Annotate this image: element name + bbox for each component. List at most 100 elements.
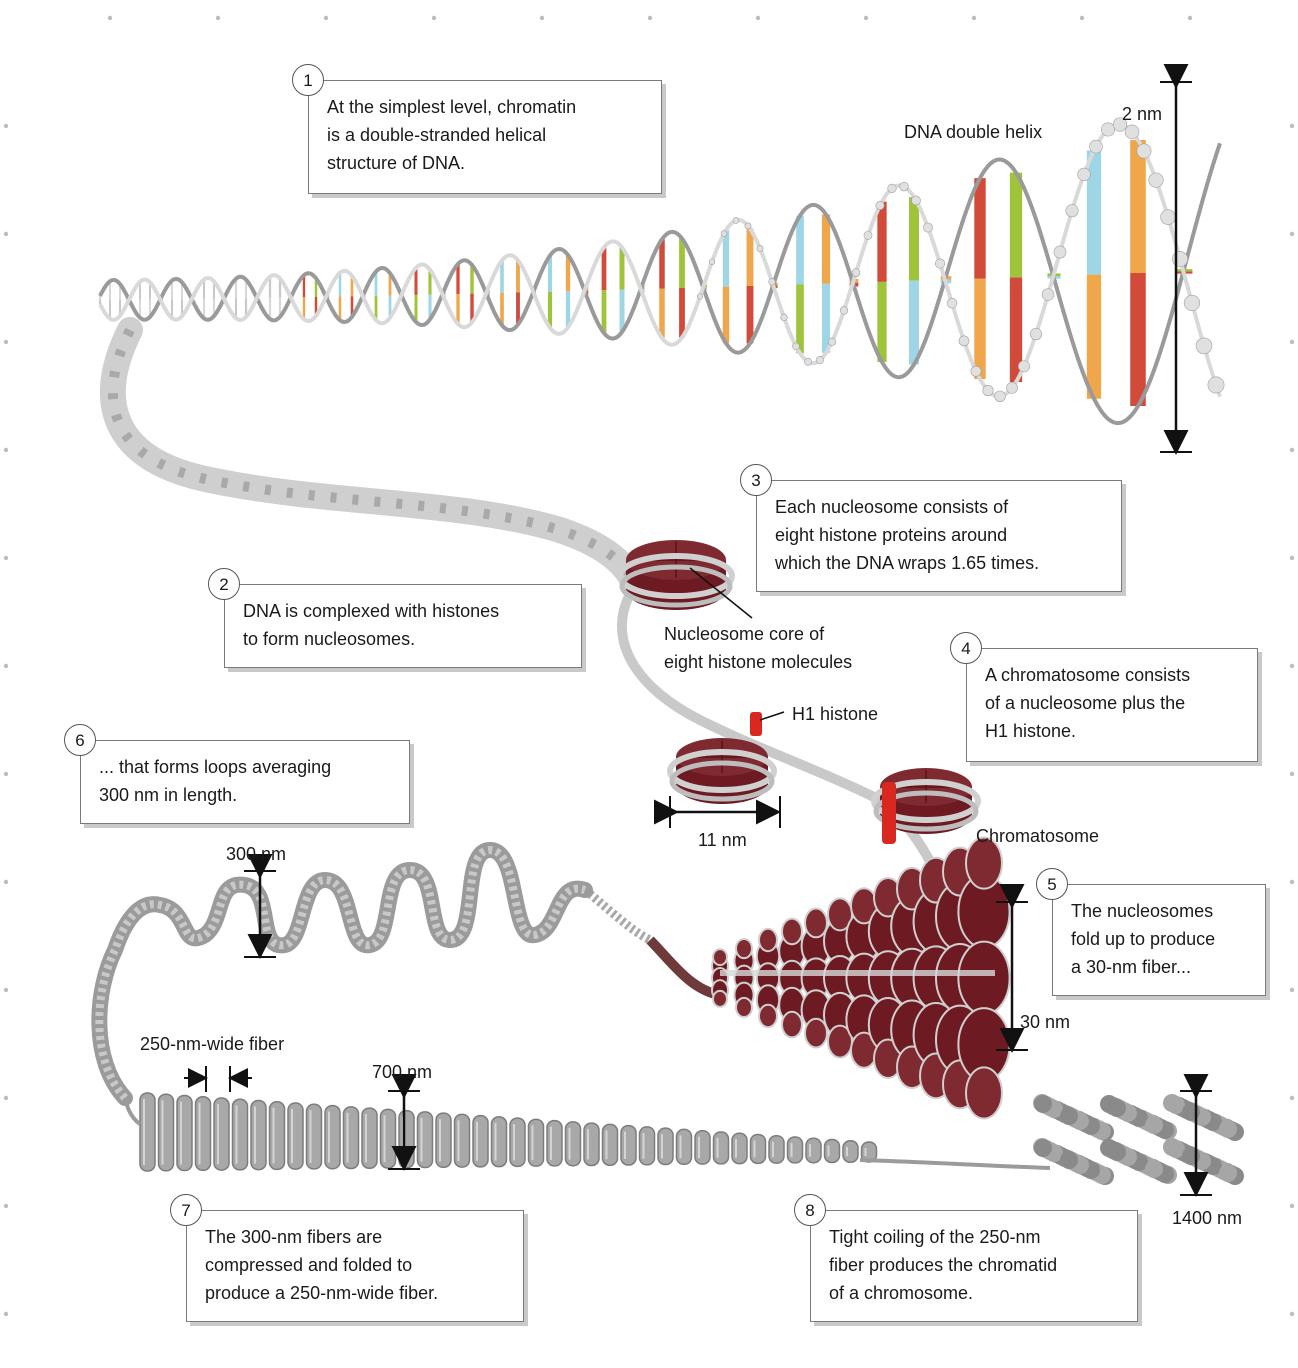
dna-ribbon — [99, 317, 648, 598]
callout-1-text: At the simplest level, chromatin is a do… — [327, 97, 577, 173]
fiber-segment — [546, 1119, 563, 1167]
fourteen-hundred-nm-dimension — [1180, 1074, 1212, 1197]
strand-segment — [1183, 294, 1201, 312]
fiber-segment — [379, 1108, 397, 1169]
chromatid-arm-upper — [1060, 1107, 1078, 1125]
chromatosome-label: Chromatosome — [976, 826, 1100, 846]
fiber-segment — [786, 1136, 804, 1164]
dna-helix-label: DNA double helix — [904, 122, 1043, 142]
step-number-1: 1 — [292, 64, 324, 96]
fiber-nucleosome — [781, 917, 803, 946]
two-nm-dimension — [1160, 64, 1192, 455]
fiber-nucleosome — [758, 1003, 778, 1029]
chromatid-arm-upper — [1108, 1099, 1126, 1117]
nucleosome-core — [617, 540, 735, 610]
strand-segment — [1065, 204, 1079, 218]
fiber-nucleosome — [712, 948, 728, 967]
callout-7-text: The 300-nm fibers are compressed and fol… — [205, 1227, 439, 1303]
fiber-segment — [564, 1121, 582, 1167]
strand-segment — [970, 365, 982, 377]
callout-3-text: Each nucleosome consists of eight histon… — [775, 497, 1040, 573]
border-dot — [755, 15, 761, 21]
strand-segment — [1018, 360, 1030, 373]
fiber-segment — [527, 1118, 545, 1167]
fiber-segment — [416, 1111, 434, 1169]
dna-strand-front — [98, 122, 1222, 399]
strand-segment — [851, 268, 861, 277]
chromatid — [1033, 1094, 1244, 1185]
strand-segment — [923, 222, 933, 233]
strand-segment — [934, 258, 946, 269]
fiber-segment — [712, 1131, 730, 1165]
loop-coil-thin — [582, 886, 653, 945]
chromatid-arm-lower — [1060, 1151, 1078, 1169]
strand-segment — [816, 356, 824, 365]
step-number-5: 5 — [1036, 868, 1068, 900]
fiber-segment — [157, 1093, 175, 1172]
three-hundred-nm-label: 300 nm — [226, 844, 287, 864]
fiber-segment — [805, 1137, 822, 1164]
fiber-nucleosome — [735, 937, 753, 960]
border-dots — [3, 15, 1295, 1317]
step-number-4: 4 — [950, 632, 982, 664]
fiber-segment — [435, 1112, 452, 1169]
callout-1: At the simplest level, chromatin is a do… — [308, 80, 662, 194]
fiber-segment — [194, 1096, 212, 1172]
eleven-nm-dimension — [654, 796, 781, 828]
border-dot — [1289, 1203, 1295, 1209]
chromatid-arm-lower — [1219, 1164, 1237, 1182]
border-dot — [3, 771, 9, 777]
strand-segment — [696, 293, 704, 300]
loops-300nm-highlight — [95, 845, 587, 1101]
chromatid-arm-lower — [1145, 1160, 1163, 1178]
border-dot — [3, 555, 9, 561]
two-hundred-fifty-nm-fiber — [123, 1092, 878, 1172]
h1-histone-marker — [750, 712, 762, 736]
fiber-nucleosome — [965, 1066, 1003, 1120]
fiber-segment — [287, 1102, 304, 1170]
chromatid-arm-upper — [1182, 1103, 1200, 1121]
fiber-segment — [657, 1127, 674, 1166]
thirty-nm-label: 30 nm — [1020, 1012, 1071, 1032]
strand-segment — [982, 384, 994, 397]
strand-segment — [839, 306, 849, 315]
chromatid-arm-lower — [1034, 1139, 1052, 1157]
callout-3: Each nucleosome consists of eight histon… — [756, 480, 1122, 592]
fiber-segment — [139, 1092, 156, 1172]
strand-segment — [887, 183, 897, 193]
fiber-segment — [213, 1097, 230, 1171]
fiber-nucleosome — [804, 1017, 828, 1049]
strand-segment — [756, 244, 764, 252]
seven-hundred-nm-dimension — [388, 1074, 420, 1171]
linker-dna — [616, 580, 965, 930]
strand-segment — [994, 390, 1006, 402]
chromatid-arm-upper — [1034, 1095, 1052, 1113]
fiber-250-label: 250-nm-wide fiber — [140, 1034, 285, 1054]
strand-segment — [1172, 251, 1188, 267]
fiber-segment — [675, 1128, 693, 1166]
callout-8-text: Tight coiling of the 250-nm fiber produc… — [829, 1227, 1058, 1303]
two-nm-label: 2 nm — [1122, 104, 1163, 124]
dna-double-helix — [98, 117, 1225, 426]
fiber-nucleosome — [804, 907, 828, 939]
callout-4-text: A chromatosome consists of a nucleosome … — [985, 665, 1191, 741]
three-hundred-nm-dimension — [244, 854, 276, 959]
fiber-segment — [509, 1117, 526, 1168]
border-dot — [1289, 123, 1295, 129]
fourteen-hundred-nm-label: 1400 nm — [1172, 1208, 1243, 1228]
fiber-nucleosome — [781, 1010, 803, 1039]
strand-segment — [780, 313, 788, 322]
chromatid-arm-upper — [1145, 1116, 1163, 1134]
fiber-core-line — [720, 970, 995, 976]
callout-5-text: The nucleosomes fold up to produce a 30-… — [1071, 901, 1216, 977]
chromatid-arm-lower — [1182, 1147, 1200, 1165]
strand-segment — [792, 342, 800, 351]
fiber-tail — [646, 936, 722, 1000]
strand-segment — [720, 230, 728, 237]
border-dot — [539, 15, 545, 21]
border-dot — [107, 15, 113, 21]
fiber-nucleosome — [735, 996, 753, 1019]
callout-8: Tight coiling of the 250-nm fiber produc… — [810, 1210, 1138, 1322]
fiber-segment — [342, 1106, 360, 1170]
